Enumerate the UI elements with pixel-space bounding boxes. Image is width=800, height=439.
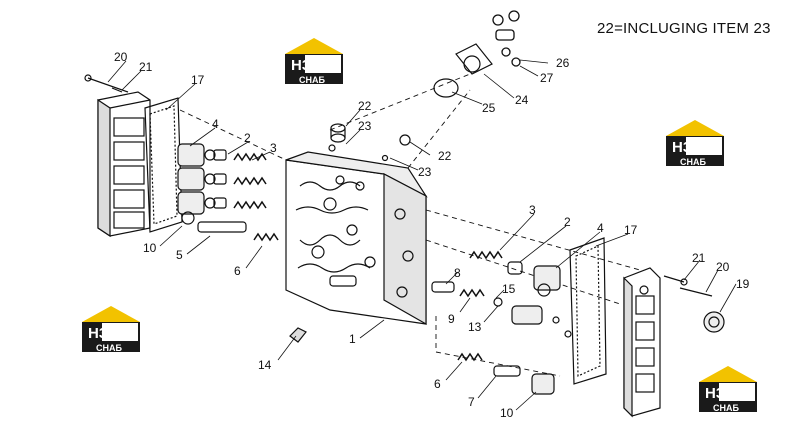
callout-22-mid: 22	[438, 149, 452, 163]
callout-17-right: 17	[624, 223, 638, 237]
watermark-logo-3: H3 CHAБ	[80, 304, 142, 352]
right-cover-plate	[623, 267, 661, 418]
callout-numbers: 20 21 17 4 2 3 10 5 6 14 1 22 23 22 23 2…	[114, 50, 750, 420]
left-solenoids	[177, 143, 216, 225]
watermark-logo-4: H3 CHAБ	[697, 364, 759, 412]
callout-21-right: 21	[692, 251, 706, 265]
callout-leaders	[107, 59, 737, 411]
right-springs	[469, 250, 503, 260]
callout-14: 14	[258, 358, 272, 372]
middle-lower-parts	[431, 281, 572, 338]
callout-8: 8	[454, 266, 461, 280]
callout-4-left: 4	[212, 117, 219, 131]
callout-27: 27	[540, 71, 554, 85]
callout-13: 13	[468, 320, 482, 334]
watermark-logo-2: H3 CHAБ	[664, 118, 726, 166]
watermark-top-text: H3	[88, 325, 107, 342]
callout-9: 9	[448, 312, 455, 326]
callout-20-right: 20	[716, 260, 730, 274]
watermark-bottom-text: CHAБ	[96, 343, 122, 352]
callout-17-left: 17	[191, 73, 205, 87]
callout-10-bottom: 10	[500, 406, 514, 420]
right-solenoid	[533, 265, 561, 297]
callout-1: 1	[349, 332, 356, 346]
right-gasket	[569, 237, 607, 385]
watermark-bottom-text: CHAБ	[680, 157, 706, 166]
left-spools	[213, 149, 227, 209]
callout-23-top: 23	[358, 119, 372, 133]
callout-24: 24	[515, 93, 529, 107]
assembly-leader-lines	[179, 69, 641, 377]
left-springs	[233, 152, 267, 210]
callout-21-left: 21	[139, 60, 153, 74]
left-cover-plate	[97, 91, 151, 238]
right-screws	[663, 275, 713, 297]
left-gasket	[144, 97, 183, 233]
top-plugs	[328, 123, 411, 162]
callout-6-bottom: 6	[434, 377, 441, 391]
watermark-logo-1: H3 CHAБ	[283, 36, 345, 84]
watermark-bottom-text: CHAБ	[713, 403, 739, 412]
callout-19: 19	[736, 277, 750, 291]
bottom-parts	[457, 352, 555, 395]
callout-7: 7	[468, 395, 475, 409]
callout-25: 25	[482, 101, 496, 115]
callout-20-left: 20	[114, 50, 128, 64]
left-valve-and-spring	[197, 221, 279, 242]
part-14	[289, 327, 307, 343]
callout-22-top: 22	[358, 99, 372, 113]
watermark-top-text: H3	[291, 57, 310, 74]
top-cover	[433, 10, 521, 98]
diagram-note: 22=INCLUGING ITEM 23	[597, 20, 771, 37]
callout-3-right: 3	[529, 203, 536, 217]
watermark-top-text: H3	[705, 385, 724, 402]
callout-23-mid: 23	[418, 165, 432, 179]
main-valve-body	[285, 151, 428, 326]
callout-4-right: 4	[597, 221, 604, 235]
watermark-bottom-text: CHAБ	[299, 75, 325, 84]
right-spool	[507, 261, 523, 275]
callout-6-left: 6	[234, 264, 241, 278]
callout-15: 15	[502, 282, 516, 296]
callout-2-left: 2	[244, 131, 251, 145]
callout-3-left: 3	[270, 141, 277, 155]
right-connector	[703, 311, 725, 333]
left-screws	[84, 74, 129, 93]
callout-10-left: 10	[143, 241, 157, 255]
callout-26: 26	[556, 56, 570, 70]
watermark-top-text: H3	[672, 139, 691, 156]
callout-5: 5	[176, 248, 183, 262]
callout-2-right: 2	[564, 215, 571, 229]
